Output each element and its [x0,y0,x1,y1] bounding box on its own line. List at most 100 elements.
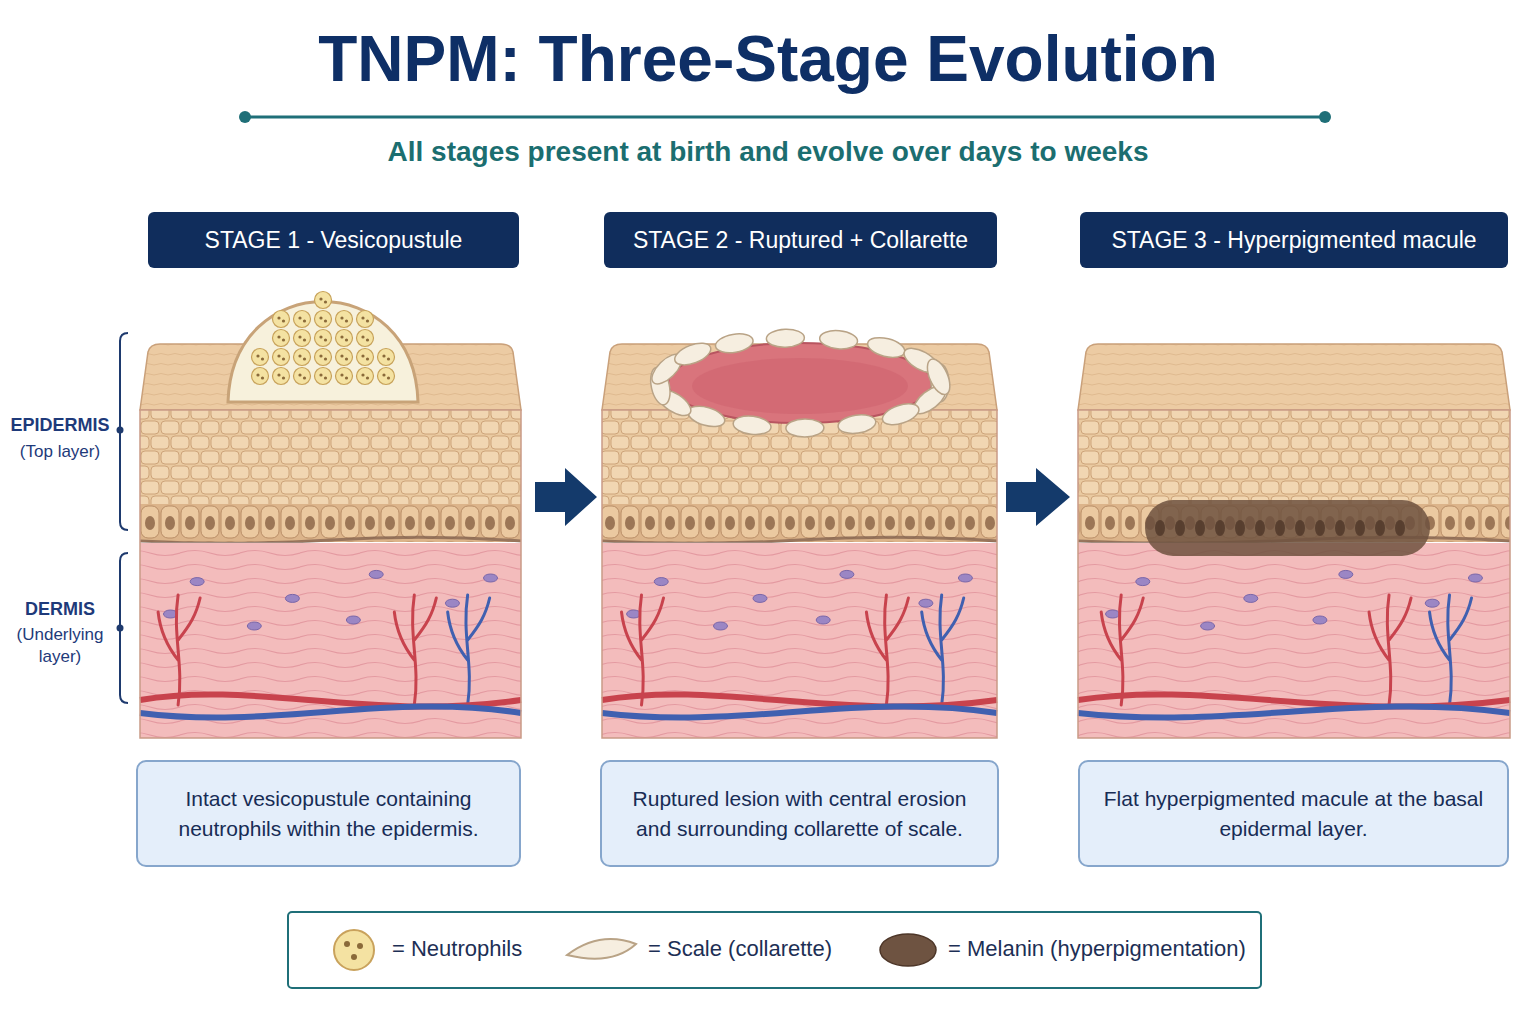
neutrophil-nucleus [261,357,264,360]
dermis-fibers [602,543,997,738]
vessel-branch [1369,595,1411,705]
illustration-shape [567,939,636,959]
scale-flake [672,339,714,369]
layer-note: (Underlying layer) [5,624,115,668]
neutrophil-nucleus [319,354,322,357]
layer-note-box: (Underlying layer) [5,624,115,668]
neutrophil-nucleus [361,354,364,357]
neutrophil-nucleus [345,357,348,360]
neutrophil [336,311,353,328]
neutrophil-nucleus [319,316,322,319]
basement-membrane [140,537,521,543]
neutrophil-nucleus [256,373,259,376]
neutrophil-nucleus [345,376,348,379]
neutrophil-nucleus [382,354,385,357]
scale-flake [866,334,907,361]
illustration-shape [351,954,357,960]
dermis [602,543,997,738]
fibroblast [484,574,498,582]
vessel-branch [1101,595,1143,705]
dermis [1078,543,1510,738]
layer-name: EPIDERMIS [5,415,115,436]
description-text: Intact vesicopustule containing neutroph… [154,784,503,843]
neutrophil-nucleus [303,357,306,360]
legend-swatch [880,934,936,966]
fibroblast [1106,610,1120,618]
neutrophil [294,368,311,385]
neutrophil-nucleus [361,373,364,376]
fibroblast [654,578,668,586]
vessel-branch [1430,595,1472,705]
neutrophil-nucleus [324,300,327,303]
fibroblast [445,599,459,607]
fibroblast [1339,570,1353,578]
neutrophil-nucleus [340,335,343,338]
neutrophil-nucleus [282,357,285,360]
illustration-shape [239,111,251,123]
legend-text: = Scale (collarette) [648,936,832,962]
basal-layer [602,504,997,542]
neutrophil-nucleus [277,354,280,357]
neutrophil [315,368,332,385]
legend-item: = Melanin (hyperpigmentation) [948,936,1246,962]
legend-text: = Melanin (hyperpigmentation) [948,936,1246,962]
erosion-center [692,358,908,414]
neutrophil-nucleus [340,354,343,357]
pigmented-nucleus [1295,520,1305,536]
neutrophil-nucleus [324,376,327,379]
neutrophil-nucleus [319,297,322,300]
illustration-shape [334,930,374,970]
melanin-macule [1145,500,1430,556]
scale-flake [923,356,955,398]
description-text: Flat hyperpigmented macule at the basal … [1096,784,1491,843]
fibroblast [190,578,204,586]
pigmented-nucleus [1195,520,1205,536]
dermis [140,543,521,738]
epidermis [602,410,997,506]
illustration-shape [117,427,124,434]
fibroblast [285,594,299,602]
neutrophil-nucleus [261,376,264,379]
neutrophil-nucleus [282,376,285,379]
block-outline [140,410,521,738]
neutrophil-nucleus [298,316,301,319]
neutrophil-nucleus [366,376,369,379]
vesicopustule [228,302,418,403]
neutrophil-nucleus [324,338,327,341]
neutrophil-nucleus [319,335,322,338]
pigmented-nucleus [1315,520,1325,536]
neutrophil-nucleus [345,319,348,322]
pigmented-nucleus [1375,520,1385,536]
pigmented-nucleus [1255,520,1265,536]
dermis-fibers [1078,543,1510,738]
vessel-branch [922,595,964,705]
skin-block [140,292,521,739]
dermis-fibers [140,543,521,738]
neutrophil-nucleus [366,357,369,360]
illustration-shape [1006,468,1070,526]
neutrophil-nucleus [324,357,327,360]
illustration-shape [880,934,936,966]
fibroblast [816,616,830,624]
neutrophil [294,311,311,328]
description-box: Intact vesicopustule containing neutroph… [136,760,521,867]
neutrophil [357,330,374,347]
pigmented-nucleus [1155,520,1165,536]
neutrophil-nucleus [366,338,369,341]
neutrophil [378,349,395,366]
illustration-shape [1319,111,1331,123]
illustration-shape [344,941,350,947]
basement-membrane [602,537,997,543]
neutrophil [357,311,374,328]
neutrophil-nucleus [340,316,343,319]
neutrophil [315,311,332,328]
stage-title: STAGE 1 - Vesicopustule [205,227,463,254]
legend-text: = Neutrophils [392,936,522,962]
illustration-shape [140,292,1510,739]
epidermis [140,410,521,506]
stage-title: STAGE 2 - Ruptured + Collarette [633,227,968,254]
neutrophil-nucleus [298,354,301,357]
illustration-shape [535,468,597,526]
fibroblast [753,594,767,602]
vein [602,706,997,717]
